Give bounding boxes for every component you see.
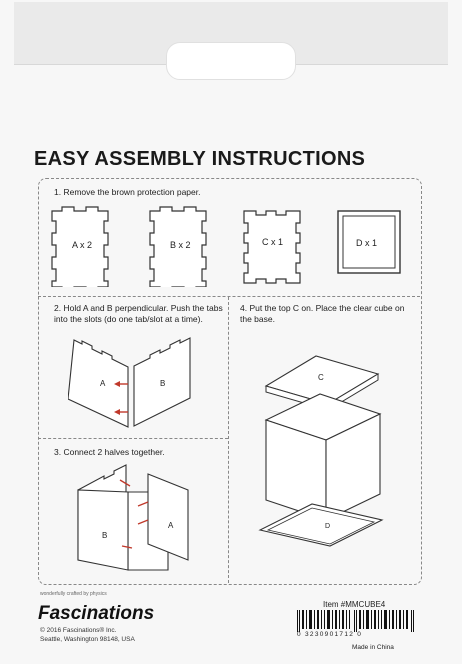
- step-4-text: 4. Put the top C on. Place the clear cub…: [240, 303, 405, 324]
- step-1-text: 1. Remove the brown protection paper.: [54, 187, 201, 197]
- brand-logo: Fascinations: [38, 603, 155, 624]
- parts-diagram: [51, 206, 401, 287]
- step-3-diagram: [77, 464, 189, 571]
- part-b-shape: [149, 206, 207, 287]
- address-text: Seattle, Washington 98148, USA: [40, 636, 135, 643]
- divider-step2: [38, 438, 228, 439]
- step-4-label-c: C: [318, 373, 324, 382]
- barcode-number: 0 3230901712 0: [297, 631, 363, 638]
- copyright-text: © 2016 Fascinations® Inc.: [40, 627, 117, 634]
- part-b-label: B x 2: [170, 240, 191, 250]
- barcode: [297, 610, 414, 632]
- instructions-heading: EASY ASSEMBLY INSTRUCTIONS: [34, 148, 366, 170]
- part-c-label: C x 1: [262, 237, 284, 247]
- made-in-label: Made in China: [352, 644, 394, 651]
- step-4-diagram: [258, 355, 384, 547]
- brand-tagline: wonderfully crafted by physics: [40, 591, 107, 597]
- divider-vertical: [228, 297, 229, 583]
- divider-step1: [38, 296, 420, 297]
- step-3-text: 3. Connect 2 halves together.: [54, 447, 165, 457]
- step-2-label-b: B: [160, 379, 166, 388]
- step-3-label-b: B: [102, 531, 108, 540]
- part-a-label: A x 2: [72, 240, 93, 250]
- step-2-label-a: A: [100, 379, 106, 388]
- part-d-label: D x 1: [356, 238, 378, 248]
- instructions-panel: [38, 178, 422, 585]
- item-number: Item #MMCUBE4: [323, 600, 386, 609]
- copyright-block: © 2016 Fascinations® Inc. Seattle, Washi…: [40, 626, 135, 644]
- step-4-label-d: D: [325, 523, 331, 530]
- hang-hole: [166, 42, 296, 80]
- part-c-shape: [243, 210, 301, 284]
- step-3-label-a: A: [168, 521, 174, 530]
- part-a-shape: [51, 206, 109, 287]
- part-d-shape: [337, 210, 401, 274]
- step-2-text: 2. Hold A and B perpendicular. Push the …: [54, 303, 223, 324]
- step-2-diagram: [68, 337, 191, 428]
